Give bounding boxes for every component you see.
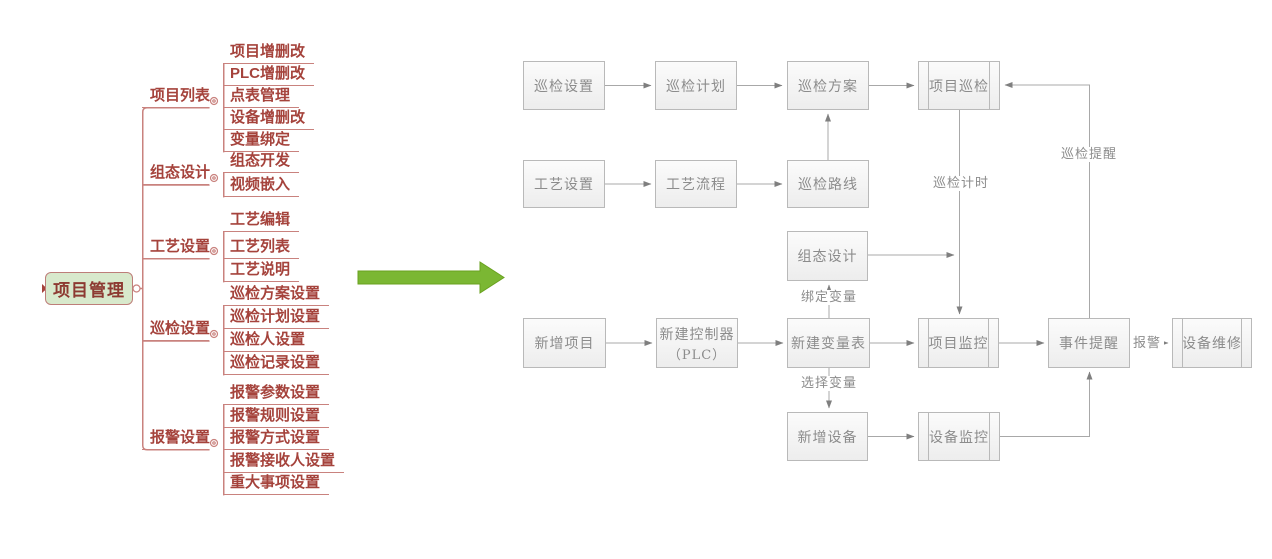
- root-collapse-toggle-icon[interactable]: [132, 284, 141, 293]
- mindmap-leaf[interactable]: 报警参数设置: [223, 383, 330, 405]
- mindmap-leaf[interactable]: 报警方式设置: [223, 428, 330, 450]
- edge-label-bind-variable: 绑定变量: [797, 290, 861, 305]
- node-label: 巡检设置: [534, 78, 594, 95]
- flow-node-process-flow[interactable]: 工艺流程: [655, 160, 737, 208]
- mindmap-leaf[interactable]: 组态开发: [223, 151, 300, 173]
- flow-node-config-design[interactable]: 组态设计: [787, 231, 868, 281]
- flow-node-new-project[interactable]: 新增项目: [523, 318, 606, 368]
- node-label: 新建变量表: [791, 336, 866, 352]
- node-label: 设备维修: [1182, 336, 1242, 352]
- flow-node-device-monitor[interactable]: 设备监控: [918, 412, 1000, 461]
- mindmap-leaf[interactable]: 变量绑定: [223, 130, 300, 152]
- branch-process-settings[interactable]: 工艺设置: [142, 237, 210, 259]
- transform-arrow-icon: [357, 261, 505, 294]
- branch-config-design[interactable]: 组态设计: [142, 163, 210, 185]
- flow-connector-lines: [605, 82, 1169, 440]
- flow-node-process-settings[interactable]: 工艺设置: [523, 160, 605, 208]
- node-label: 巡检路线: [798, 177, 858, 193]
- node-label: 项目监控: [928, 336, 989, 352]
- edge-label-inspection-reminder: 巡检提醒: [1057, 147, 1121, 162]
- flow-node-inspection-settings[interactable]: 巡检设置: [523, 61, 605, 110]
- collapse-toggle-icon[interactable]: [209, 438, 219, 448]
- flow-node-inspection-route[interactable]: 巡检路线: [787, 160, 869, 208]
- mindmap-leaf[interactable]: 设备增删改: [223, 108, 315, 130]
- node-label: 工艺流程: [666, 177, 726, 193]
- collapse-toggles: [42, 96, 219, 448]
- node-label: 新建控制器: [659, 326, 735, 343]
- mindmap-leaf[interactable]: 报警接收人设置: [223, 451, 345, 473]
- mindmap-leaf[interactable]: 重大事项设置: [223, 473, 330, 495]
- branch-alarm-settings[interactable]: 报警设置: [142, 428, 210, 450]
- mindmap-leaf[interactable]: 项目增删改: [223, 42, 315, 64]
- node-label: 新增设备: [797, 429, 858, 446]
- collapse-toggle-icon[interactable]: [209, 246, 219, 256]
- flow-node-project-monitor[interactable]: 项目监控: [918, 318, 999, 368]
- flow-node-new-plc-controller[interactable]: 新建控制器 （PLC）: [656, 318, 738, 368]
- mindmap-leaf[interactable]: 点表管理: [223, 86, 300, 108]
- root-left-tick-icon: [42, 284, 47, 293]
- mindmap-root[interactable]: 项目管理: [45, 272, 133, 305]
- node-label: 事件提醒: [1059, 336, 1119, 352]
- mindmap-leaf[interactable]: 巡检方案设置: [223, 284, 330, 306]
- flow-node-device-maintenance[interactable]: 设备维修: [1172, 318, 1252, 368]
- mindmap-leaf[interactable]: 巡检人设置: [223, 330, 315, 352]
- mindmap-leaf[interactable]: 巡检记录设置: [223, 353, 330, 375]
- mindmap-leaf[interactable]: 视频嵌入: [223, 175, 300, 197]
- flow-node-new-device[interactable]: 新增设备: [787, 412, 868, 461]
- node-label: 巡检计划: [666, 78, 726, 95]
- mindmap-leaf[interactable]: 巡检计划设置: [223, 307, 330, 329]
- edge-label-inspection-timer: 巡检计时: [929, 176, 993, 191]
- mindmap-leaf[interactable]: 报警规则设置: [223, 406, 330, 428]
- node-label: 工艺设置: [534, 177, 594, 193]
- flow-node-inspection-scheme[interactable]: 巡检方案: [787, 61, 869, 110]
- node-label: 新增项目: [534, 336, 595, 352]
- node-sublabel: （PLC）: [667, 347, 727, 363]
- node-label: 设备监控: [929, 429, 989, 446]
- edge-label-alarm: 报警: [1129, 336, 1165, 351]
- mindmap-leaf[interactable]: PLC增删改: [223, 64, 315, 86]
- flow-node-new-variable-table[interactable]: 新建变量表: [787, 318, 870, 368]
- collapse-toggle-icon[interactable]: [209, 329, 219, 339]
- mindmap-leaf[interactable]: 工艺编辑: [223, 210, 300, 232]
- flow-node-inspection-plan[interactable]: 巡检计划: [655, 61, 737, 110]
- collapse-toggle-icon[interactable]: [209, 96, 219, 106]
- flow-node-project-inspection[interactable]: 项目巡检: [918, 61, 1000, 110]
- flow-node-event-reminder[interactable]: 事件提醒: [1048, 318, 1130, 368]
- collapse-toggle-icon[interactable]: [209, 173, 219, 183]
- mindmap-leaf[interactable]: 工艺说明: [223, 260, 300, 282]
- branch-inspection-settings[interactable]: 巡检设置: [142, 319, 210, 341]
- mindmap-leaf[interactable]: 工艺列表: [223, 237, 300, 259]
- node-label: 巡检方案: [798, 78, 858, 95]
- edge-label-select-variable: 选择变量: [797, 376, 861, 391]
- node-label: 项目巡检: [929, 78, 989, 95]
- node-label: 组态设计: [797, 249, 858, 265]
- branch-project-list[interactable]: 项目列表: [142, 86, 210, 108]
